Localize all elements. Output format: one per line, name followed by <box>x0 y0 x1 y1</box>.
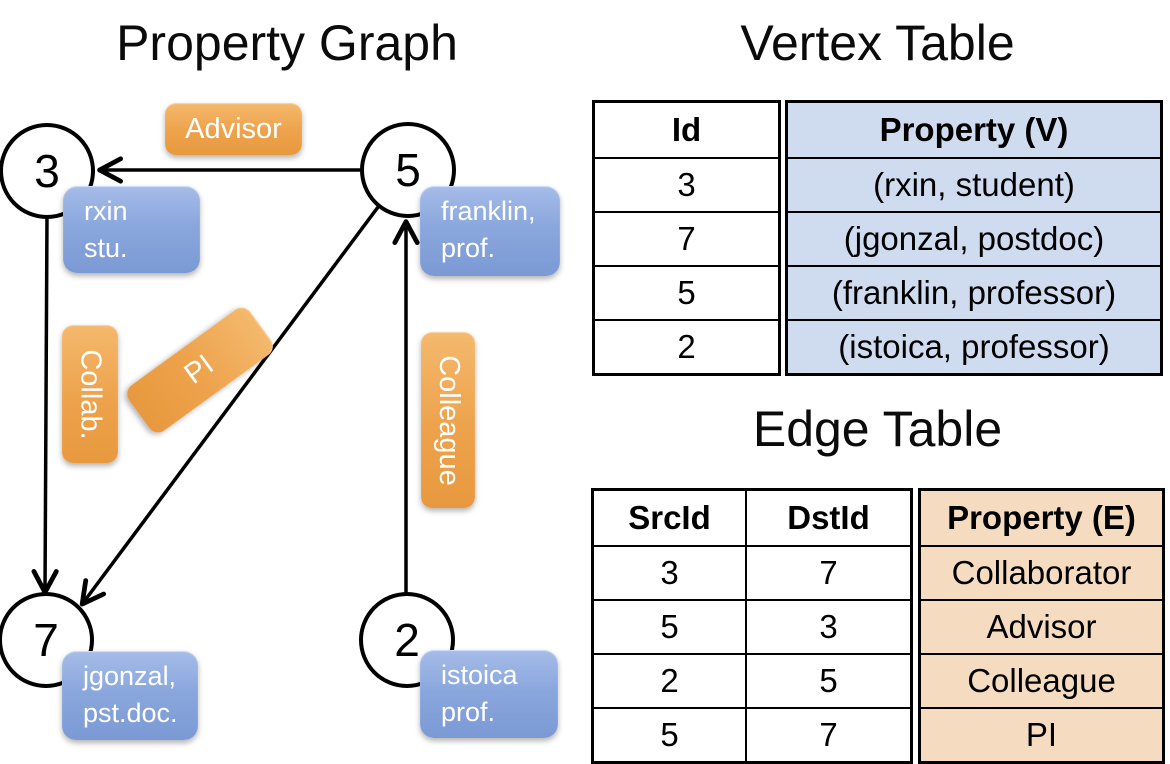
vertex-property-box-rxin: rxin stu. <box>63 186 200 273</box>
edge-table-header-srcid: SrcId <box>628 499 711 536</box>
table-cell: (istoica, professor) <box>788 319 1160 373</box>
vertex-label-line: istoica <box>441 660 518 690</box>
node-id-7: 7 <box>33 614 59 666</box>
table-cell: 5 <box>660 716 679 753</box>
vertex-property-box-istoica: istoica prof. <box>420 650 558 738</box>
vertex-label-line: prof. <box>441 233 496 263</box>
vertex-label-line: franklin, <box>441 196 536 226</box>
vertex-label-line: stu. <box>84 233 128 263</box>
table-cell: 7 <box>595 211 778 265</box>
vertex-table-header-property: Property (V) <box>788 103 1160 157</box>
graph-edges-canvas <box>31 156 420 607</box>
table-cell: (rxin, student) <box>788 157 1160 211</box>
edge-badge-collab: Collab. <box>62 325 118 463</box>
table-cell: Advisor <box>921 599 1162 653</box>
edge-badge-label: Advisor <box>185 112 282 145</box>
edge-badge-label: PI <box>179 348 221 391</box>
vertex-table-property-column: Property (V) (rxin, student) (jgonzal, p… <box>785 100 1163 376</box>
edge-table-header-dstid: DstId <box>745 491 910 545</box>
edge-badge-label: Collab. <box>74 348 107 440</box>
vertex-table-id-column: Id 3 7 5 2 <box>592 100 781 376</box>
vertex-property-box-jgonzal: jgonzal, pst.doc. <box>62 651 198 740</box>
table-cell: 7 <box>745 547 910 599</box>
table-cell: 3 <box>660 554 679 591</box>
table-cell: 2 <box>660 662 679 699</box>
vertex-label-line: prof. <box>441 697 496 727</box>
table-cell: 5 <box>595 265 778 319</box>
table-cell: (franklin, professor) <box>788 265 1160 319</box>
edge-table-id-columns: SrcId DstId 3 7 5 3 2 5 5 7 <box>591 488 913 764</box>
table-cell: 5 <box>660 608 679 645</box>
node-id-3: 3 <box>34 145 60 197</box>
vertex-label-line: jgonzal, <box>83 661 177 691</box>
table-cell: 2 <box>595 319 778 373</box>
edge-badge-advisor: Advisor <box>165 103 302 155</box>
edge-collab-3-to-7 <box>31 215 59 595</box>
edge-pi-5-to-7 <box>79 201 383 607</box>
property-graph-title: Property Graph <box>116 15 458 71</box>
node-id-5: 5 <box>395 144 421 196</box>
table-cell: 3 <box>595 157 778 211</box>
node-id-2: 2 <box>394 614 420 666</box>
edge-table-title: Edge Table <box>752 401 1003 457</box>
vertex-table-header-id: Id <box>671 111 702 148</box>
vertex-label-line: pst.doc. <box>83 698 178 728</box>
edge-table-property-column: Property (E) Collaborator Advisor Collea… <box>918 488 1165 764</box>
node-circle-2: 2 <box>359 592 455 688</box>
table-cell: (jgonzal, postdoc) <box>788 211 1160 265</box>
table-cell: 7 <box>745 709 910 761</box>
vertex-table-title: Vertex Table <box>740 15 1015 71</box>
edge-badge-colleague: Colleague <box>421 332 475 508</box>
table-cell: PI <box>921 707 1162 761</box>
edge-table-header-property: Property (E) <box>921 491 1162 545</box>
table-cell: Collaborator <box>921 545 1162 599</box>
table-cell: 5 <box>745 655 910 707</box>
table-cell: 3 <box>745 601 910 653</box>
edge-badge-label: Colleague <box>432 354 465 486</box>
node-circle-5: 5 <box>360 122 456 218</box>
table-cell: Colleague <box>921 653 1162 707</box>
vertex-label-line: rxin <box>84 196 128 226</box>
vertex-property-box-franklin: franklin, prof. <box>420 186 560 276</box>
